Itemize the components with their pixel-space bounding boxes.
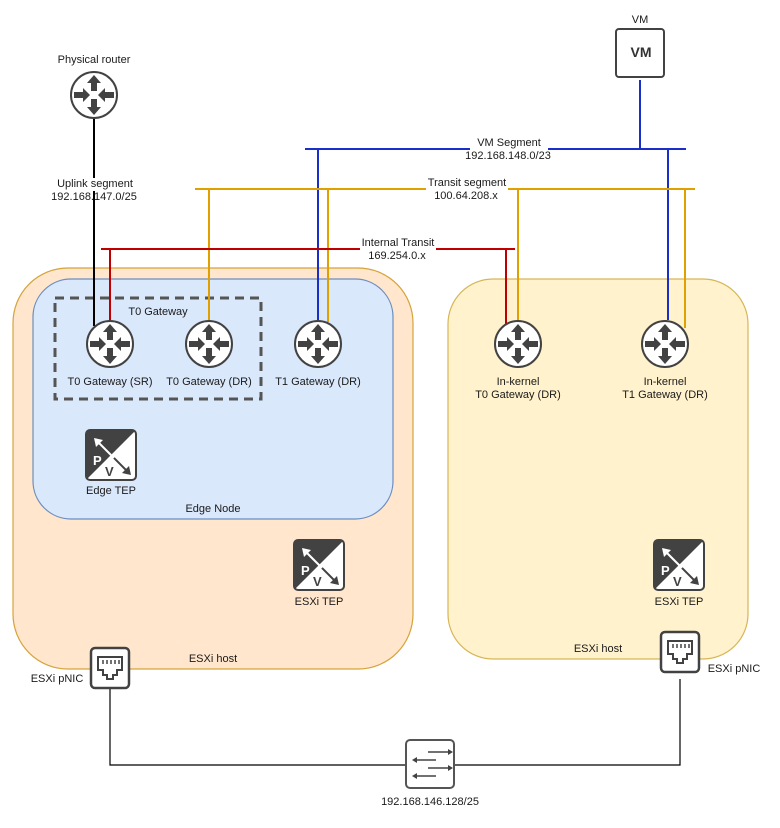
esxi-tep-icon-compute-host[interactable] — [653, 539, 705, 591]
uplink-segment-name: Uplink segment — [54, 178, 136, 191]
in-kernel-t1-line1: In-kernel — [643, 376, 687, 388]
edge-node-label: Edge Node — [185, 503, 241, 515]
vm-icon[interactable] — [615, 28, 665, 78]
esxi-pnic-label-edge-host: ESXi pNIC — [30, 673, 84, 685]
t0-gateway-sr-label: T0 Gateway (SR) — [67, 376, 153, 388]
uplink-segment-subnet: 192.168.147.0/25 — [51, 191, 137, 203]
esxi-tep-label-edge-host: ESXi TEP — [294, 596, 344, 608]
esxi-pnic-icon-edge-host[interactable] — [89, 646, 131, 690]
vm-segment-subnet: 192.168.148.0/23 — [465, 150, 551, 162]
internal-transit-subnet: 169.254.0.x — [368, 250, 426, 262]
underlay-lines — [109, 679, 681, 766]
edge-tep-label: Edge TEP — [86, 485, 136, 497]
t0-gateway-dr-router-icon[interactable] — [185, 320, 233, 368]
vm-label: VM — [631, 14, 649, 26]
in-kernel-t1-router-icon[interactable] — [641, 320, 689, 368]
physical-router-label: Physical router — [57, 54, 131, 66]
internal-transit-name: Internal Transit — [360, 237, 436, 250]
vm-icon-text: VM — [630, 44, 652, 60]
esxi-tep-label-compute-host: ESXi TEP — [654, 596, 704, 608]
esxi-pnic-label-compute-host: ESXi pNIC — [707, 663, 761, 675]
switch-icon[interactable] — [405, 739, 455, 789]
physical-router-icon[interactable] — [70, 71, 118, 119]
underlay-subnet-label: 192.168.146.128/25 — [381, 796, 479, 808]
esxi-tep-icon-edge-host[interactable] — [293, 539, 345, 591]
t1-gateway-dr-label: T1 Gateway (DR) — [275, 376, 361, 388]
in-kernel-t1-line2: T1 Gateway (DR) — [622, 389, 708, 401]
in-kernel-t0-line2: T0 Gateway (DR) — [475, 389, 561, 401]
vm-segment-name: VM Segment — [470, 137, 548, 150]
t0-gateway-dr-label: T0 Gateway (DR) — [166, 376, 252, 388]
internal-transit-lines — [101, 248, 515, 324]
transit-segment-subnet: 100.64.208.x — [434, 190, 498, 202]
edge-tep-icon[interactable] — [85, 429, 137, 481]
t1-gateway-dr-router-icon[interactable] — [294, 320, 342, 368]
t0-gateway-sr-router-icon[interactable] — [86, 320, 134, 368]
esxi-host-label-edge: ESXi host — [188, 653, 238, 665]
esxi-pnic-icon-compute-host[interactable] — [659, 630, 701, 674]
in-kernel-t0-router-icon[interactable] — [494, 320, 542, 368]
t0-gateway-group — [53, 296, 263, 401]
t0-gateway-group-label: T0 Gateway — [128, 306, 188, 318]
transit-segment-name: Transit segment — [426, 177, 508, 190]
in-kernel-t0-line1: In-kernel — [496, 376, 540, 388]
esxi-host-label-compute: ESXi host — [573, 643, 623, 655]
